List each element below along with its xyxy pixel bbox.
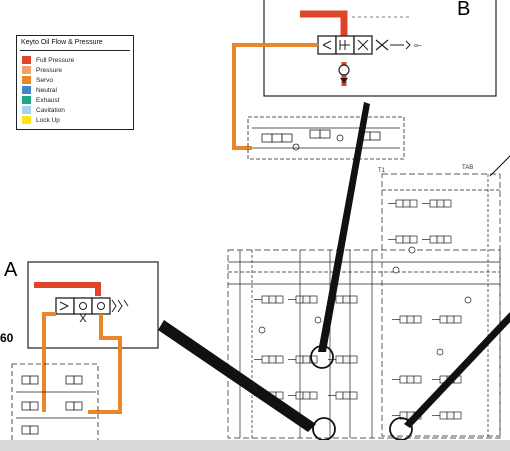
zoom-pointers: [158, 102, 510, 441]
legend-item-cavitation: Cavitation: [22, 105, 65, 115]
valve-symbol: [422, 235, 452, 244]
legend: Keyto Oil Flow & Pressure Full Pressure …: [16, 35, 134, 130]
detail-a: [27, 261, 159, 414]
valve-symbol: [288, 355, 318, 364]
valve-symbol: [422, 199, 452, 208]
full-pressure-line: [300, 10, 348, 36]
schematic-strip-b: [247, 116, 405, 160]
legend-swatch: [22, 96, 31, 104]
legend-swatch: [22, 56, 31, 64]
full-pressure-line-a: [34, 282, 101, 296]
legend-item-neutral: Neutral: [22, 85, 57, 95]
servo-line-a-left: [42, 312, 56, 412]
callout-a-label: A: [4, 259, 18, 281]
legend-item-lock-up: Lock Up: [22, 115, 60, 125]
legend-title: Keyto Oil Flow & Pressure: [21, 39, 103, 46]
legend-swatch: [22, 86, 31, 94]
servo-line-a-right: [88, 314, 122, 414]
pilot-symbol: [464, 296, 472, 304]
svg-text:⟜: ⟜: [414, 40, 422, 51]
legend-item-pressure: Pressure: [22, 65, 62, 75]
legend-rule: [20, 50, 130, 51]
detail-b: ⟜: [232, 0, 497, 150]
legend-item-full-pressure: Full Pressure: [22, 55, 74, 65]
legend-item-servo: Servo: [22, 75, 53, 85]
valve-symbol: [392, 375, 422, 384]
servo-line-b: [232, 43, 318, 150]
valve-symbol: [288, 295, 318, 304]
main-schematic: [227, 173, 501, 439]
zoom-circle-2: [312, 417, 336, 441]
bottom-strip: [0, 440, 510, 451]
valve-symbol: [432, 411, 462, 420]
valve-symbol: [392, 315, 422, 324]
legend-swatch: [22, 76, 31, 84]
rail-lines: [299, 250, 351, 438]
valve-symbol: [388, 199, 418, 208]
pilot-symbol: [314, 316, 322, 324]
section-number-60: 60: [0, 331, 14, 345]
valve-symbol: [254, 355, 284, 364]
valve-symbol: [328, 391, 358, 400]
pilot-symbol: [258, 326, 266, 334]
pilot-symbol: [408, 246, 416, 254]
callout-b-label: B: [457, 0, 470, 20]
t1-label: T1: [378, 168, 386, 174]
pilot-symbol: [392, 266, 400, 274]
valve-symbol: [288, 391, 318, 400]
schematic-strip-a: [11, 363, 99, 445]
pilot-symbol: [436, 348, 444, 356]
legend-item-exhaust: Exhaust: [22, 95, 60, 105]
valve-symbol: [388, 235, 418, 244]
valve-symbol: [254, 295, 284, 304]
legend-swatch: [22, 106, 31, 114]
valve-rows: [254, 199, 472, 420]
tab-label: TAB: [462, 165, 474, 171]
valve-symbol: [432, 315, 462, 324]
legend-swatch: [22, 66, 31, 74]
legend-swatch: [22, 116, 31, 124]
